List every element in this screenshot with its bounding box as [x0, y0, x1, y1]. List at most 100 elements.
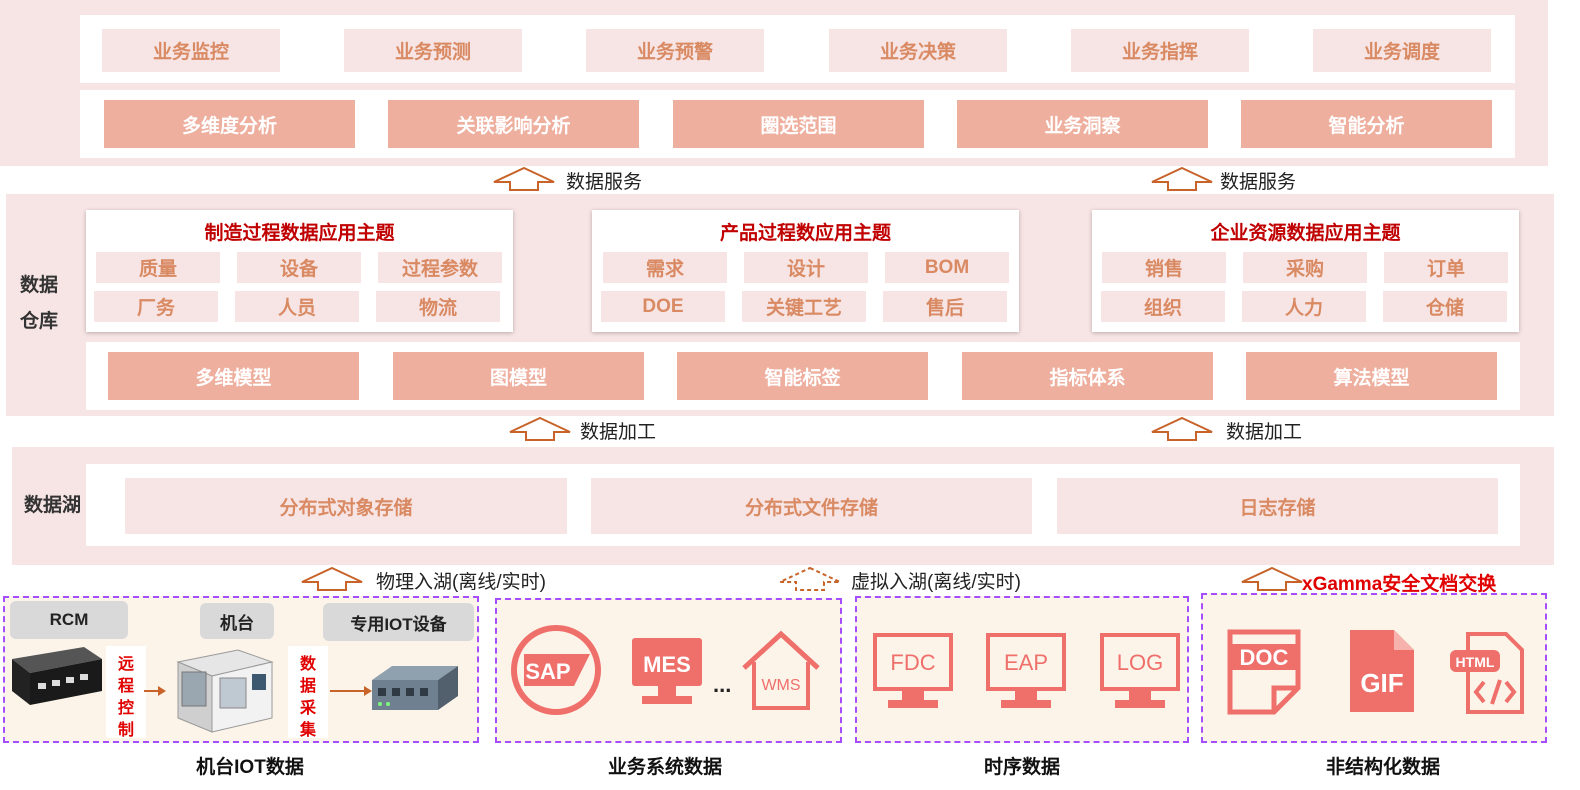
- dashed-up-arrow-icon: [778, 566, 842, 592]
- theme-item: 物流: [376, 291, 500, 322]
- doc-file-icon: DOC: [1226, 628, 1302, 716]
- mes-icon-label: MES: [643, 652, 691, 677]
- impact-analysis-box: 关联影响分析: [388, 100, 639, 148]
- gif-icon-label: GIF: [1360, 668, 1403, 698]
- theme-item: 人力: [1242, 291, 1366, 322]
- gif-file-icon: GIF: [1346, 626, 1418, 716]
- business-dispatch-box: 业务调度: [1313, 29, 1491, 72]
- warehouse-label: 数据 仓库: [20, 268, 70, 340]
- theme-item: 质量: [96, 252, 220, 283]
- up-arrow-icon: [1150, 416, 1214, 442]
- data-processing-label-right: 数据加工: [1226, 421, 1303, 443]
- rcm-tag: RCM: [10, 601, 128, 639]
- warehouse-label-line2: 仓库: [20, 311, 59, 332]
- remote-control-char: 控: [117, 700, 134, 717]
- range-select-box: 圈选范围: [673, 100, 924, 148]
- remote-control-char: 远: [117, 656, 134, 673]
- smart-tag-box: 智能标签: [677, 352, 928, 400]
- up-arrow-icon: [508, 416, 572, 442]
- data-collect-char: 数: [299, 656, 316, 673]
- up-arrow-icon: [1150, 166, 1214, 192]
- graph-model-box: 图模型: [393, 352, 644, 400]
- theme-item: 采购: [1243, 252, 1367, 283]
- theme-title: 制造过程数据应用主题: [204, 223, 395, 244]
- theme-item: 关键工艺: [742, 291, 866, 322]
- mes-icon: MES: [628, 634, 706, 708]
- theme-item: 设计: [744, 252, 868, 283]
- theme-title: 企业资源数据应用主题: [1210, 223, 1401, 244]
- data-collect-char: 采: [299, 700, 316, 717]
- arrow-right-icon: [330, 684, 374, 698]
- virtual-ingest-label: 虚拟入湖(离线/实时): [851, 571, 1021, 593]
- business-source-title: 业务系统数据: [607, 757, 722, 778]
- theme-item: 订单: [1384, 252, 1508, 283]
- html-file-icon: HTML: [1448, 630, 1526, 716]
- business-warning-box: 业务预警: [586, 29, 764, 72]
- arrow-right-icon: [144, 684, 168, 698]
- timeseries-source-title: 时序数据: [983, 757, 1060, 778]
- object-storage-box: 分布式对象存储: [125, 478, 567, 534]
- business-insight-box: 业务洞察: [957, 100, 1208, 148]
- theme-item: 人员: [235, 291, 359, 322]
- theme-item: BOM: [885, 252, 1009, 283]
- business-decision-box: 业务决策: [829, 29, 1007, 72]
- warehouse-label-line1: 数据: [20, 275, 59, 296]
- eap-monitor-icon: EAP: [985, 632, 1067, 710]
- rcm-device-icon: [6, 645, 104, 707]
- sap-icon: SAP: [510, 624, 602, 716]
- data-lake-label: 数据湖: [24, 495, 82, 516]
- data-service-label-right: 数据服务: [1220, 171, 1297, 193]
- up-arrow-icon: [300, 566, 364, 592]
- algorithm-model-box: 算法模型: [1246, 352, 1497, 400]
- up-arrow-icon: [492, 166, 556, 192]
- remote-control-label: 远 程 控 制: [106, 646, 146, 739]
- business-row-panel: [80, 15, 1515, 83]
- theme-item: 设备: [237, 252, 361, 283]
- theme-title: 产品过程数应用主题: [719, 223, 891, 244]
- remote-control-char: 制: [117, 722, 134, 739]
- theme-item: 仓储: [1383, 291, 1507, 322]
- wms-icon: WMS: [740, 628, 822, 714]
- theme-item: 需求: [603, 252, 727, 283]
- theme-item: DOE: [601, 291, 725, 322]
- indicator-system-box: 指标体系: [962, 352, 1213, 400]
- theme-item: 过程参数: [378, 252, 502, 283]
- theme-item: 销售: [1102, 252, 1226, 283]
- file-storage-box: 分布式文件存储: [591, 478, 1032, 534]
- iot-source-title: 机台IOT数据: [196, 757, 304, 778]
- eap-icon-label: EAP: [1004, 650, 1048, 675]
- manufacturing-theme-card: 制造过程数据应用主题 质量 设备 过程参数 厂务 人员 物流: [86, 210, 513, 332]
- wms-icon-label: WMS: [761, 677, 800, 694]
- html-icon-label: HTML: [1456, 654, 1495, 670]
- log-storage-box: 日志存储: [1057, 478, 1498, 534]
- up-arrow-icon: [1240, 566, 1304, 592]
- data-collect-char: 据: [299, 678, 316, 695]
- data-service-label-left: 数据服务: [566, 171, 643, 193]
- enterprise-theme-card: 企业资源数据应用主题 销售 采购 订单 组织 人力 仓储: [1092, 210, 1519, 332]
- theme-item: 售后: [883, 291, 1007, 322]
- business-monitor-box: 业务监控: [102, 29, 280, 72]
- theme-item: 组织: [1101, 291, 1225, 322]
- fdc-icon-label: FDC: [890, 650, 935, 675]
- doc-icon-label: DOC: [1240, 645, 1289, 670]
- log-icon-label: LOG: [1117, 650, 1163, 675]
- multidim-model-box: 多维模型: [108, 352, 359, 400]
- cnc-machine-icon: [168, 644, 276, 736]
- remote-control-char: 程: [117, 678, 134, 695]
- multidim-analysis-box: 多维度分析: [104, 100, 355, 148]
- xgamma-exchange-label: xGamma安全文档交换: [1302, 573, 1497, 595]
- unstructured-source-title: 非结构化数据: [1325, 757, 1440, 778]
- physical-ingest-label: 物理入湖(离线/实时): [376, 571, 546, 593]
- machine-tag: 机台: [200, 603, 274, 639]
- data-collect-char: 集: [299, 722, 316, 739]
- product-theme-card: 产品过程数应用主题 需求 设计 BOM DOE 关键工艺 售后: [592, 210, 1019, 332]
- timeseries-source-panel: [855, 596, 1189, 743]
- network-switch-icon: [370, 662, 460, 714]
- fdc-monitor-icon: FDC: [872, 632, 954, 710]
- business-forecast-box: 业务预测: [344, 29, 522, 72]
- iot-device-tag: 专用IOT设备: [323, 603, 474, 641]
- data-collect-label: 数 据 采 集: [288, 646, 328, 739]
- log-monitor-icon: LOG: [1099, 632, 1181, 710]
- business-command-box: 业务指挥: [1071, 29, 1249, 72]
- sap-icon-label: SAP: [525, 659, 570, 684]
